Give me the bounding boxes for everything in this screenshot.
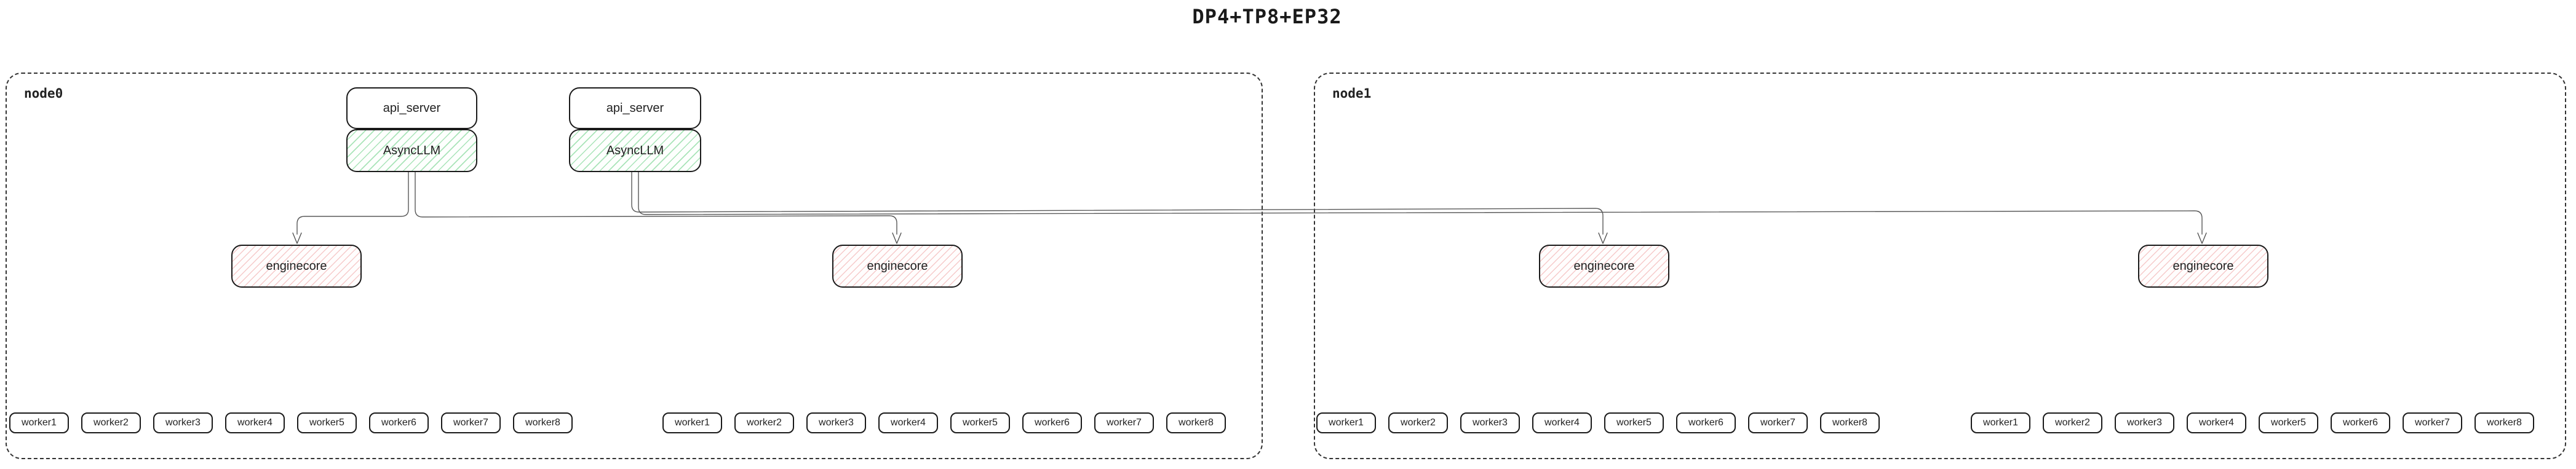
worker-row-node1-2: worker1 worker2 worker3 worker4 worker5 … bbox=[1971, 412, 2534, 433]
diagram-title: DP4+TP8+EP32 bbox=[1192, 5, 1342, 28]
worker-row-node0-1: worker1 worker2 worker3 worker4 worker5 … bbox=[9, 412, 573, 433]
worker-box: worker7 bbox=[1094, 412, 1154, 433]
worker-box: worker8 bbox=[1820, 412, 1880, 433]
asyncllm-box-1: AsyncLLM bbox=[346, 129, 477, 172]
worker-box: worker1 bbox=[662, 412, 722, 433]
worker-box: worker3 bbox=[1460, 412, 1520, 433]
worker-box: worker2 bbox=[81, 412, 141, 433]
node1-label: node1 bbox=[1332, 86, 1372, 101]
asyncllm-box-2: AsyncLLM bbox=[569, 129, 701, 172]
worker-box: worker8 bbox=[2475, 412, 2534, 433]
worker-box: worker4 bbox=[225, 412, 285, 433]
node0-label: node0 bbox=[24, 86, 63, 101]
enginecore-box-1: enginecore bbox=[231, 245, 362, 288]
worker-box: worker8 bbox=[1166, 412, 1226, 433]
worker-box: worker2 bbox=[2043, 412, 2102, 433]
worker-box: worker7 bbox=[441, 412, 501, 433]
enginecore-box-2: enginecore bbox=[832, 245, 963, 288]
worker-box: worker1 bbox=[9, 412, 69, 433]
worker-box: worker7 bbox=[1748, 412, 1808, 433]
worker-box: worker1 bbox=[1971, 412, 2030, 433]
api-server-box-2: api_server bbox=[569, 87, 701, 129]
worker-box: worker1 bbox=[1316, 412, 1376, 433]
worker-box: worker5 bbox=[950, 412, 1010, 433]
worker-box: worker6 bbox=[2331, 412, 2390, 433]
worker-row-node1-1: worker1 worker2 worker3 worker4 worker5 … bbox=[1316, 412, 1880, 433]
worker-box: worker4 bbox=[1532, 412, 1592, 433]
node0-box: node0 bbox=[6, 73, 1263, 459]
worker-box: worker2 bbox=[1388, 412, 1448, 433]
enginecore-box-3: enginecore bbox=[1539, 245, 1669, 288]
worker-box: worker3 bbox=[806, 412, 866, 433]
api-server-box-1: api_server bbox=[346, 87, 477, 129]
worker-box: worker8 bbox=[513, 412, 573, 433]
worker-box: worker3 bbox=[153, 412, 213, 433]
worker-box: worker4 bbox=[878, 412, 938, 433]
worker-box: worker5 bbox=[2259, 412, 2318, 433]
enginecore-box-4: enginecore bbox=[2138, 245, 2268, 288]
worker-box: worker6 bbox=[369, 412, 429, 433]
node1-box: node1 bbox=[1314, 73, 2566, 459]
worker-box: worker7 bbox=[2403, 412, 2462, 433]
worker-box: worker4 bbox=[2187, 412, 2246, 433]
worker-box: worker6 bbox=[1022, 412, 1082, 433]
worker-box: worker5 bbox=[1604, 412, 1664, 433]
worker-box: worker5 bbox=[297, 412, 357, 433]
worker-box: worker3 bbox=[2115, 412, 2174, 433]
worker-box: worker6 bbox=[1676, 412, 1736, 433]
worker-box: worker2 bbox=[734, 412, 794, 433]
worker-row-node0-2: worker1 worker2 worker3 worker4 worker5 … bbox=[662, 412, 1226, 433]
